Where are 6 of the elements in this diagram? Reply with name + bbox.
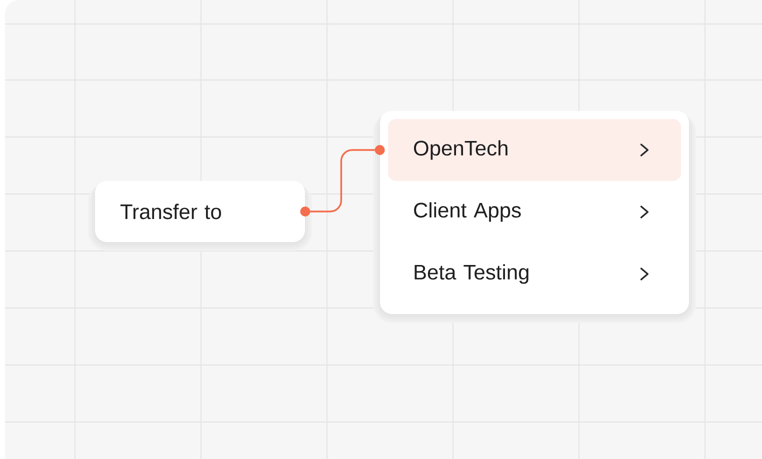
menu-item: Client Apps <box>414 202 521 222</box>
node-label: Transfer to <box>120 204 222 220</box>
connector <box>300 145 385 216</box>
step-card: Transfer to <box>88 181 312 251</box>
menu-item: Beta Testing <box>414 264 528 284</box>
menu-item: OpenTech <box>388 119 681 181</box>
